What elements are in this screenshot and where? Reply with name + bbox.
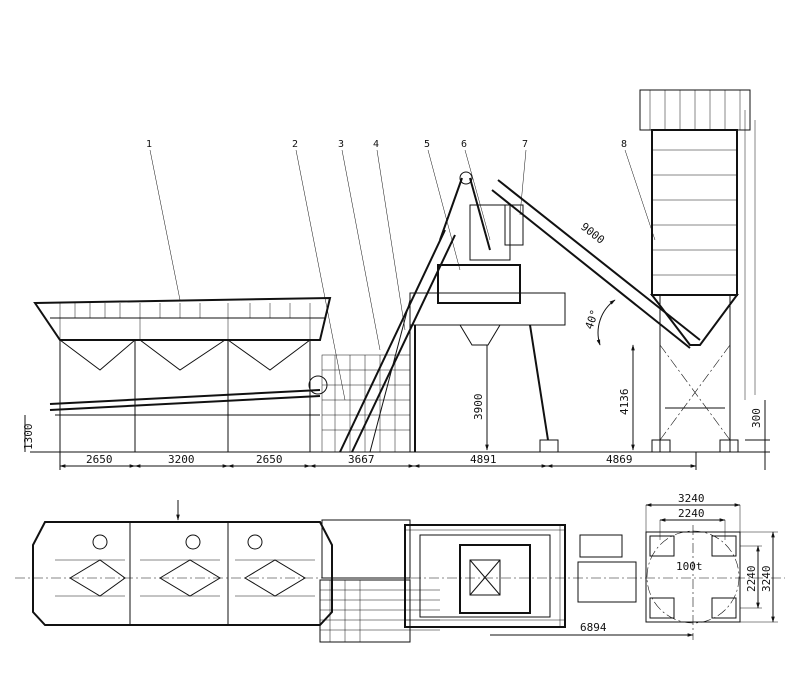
dim-h-3: 2650 (256, 453, 283, 466)
dim-h-6: 4869 (606, 453, 633, 466)
dim-batcher-height: 1300 (22, 424, 35, 451)
callout-7: 7 (522, 139, 528, 150)
dim-mixer-to-silo: 6894 (580, 621, 607, 634)
dim-conveyor-length: 9000 (578, 220, 607, 247)
belt-conveyor-plan (319, 519, 440, 643)
dim-h-5: 4891 (470, 453, 497, 466)
plan-view: 100t 3240 2240 2240 3240 6894 (15, 492, 785, 643)
dim-h-1: 2650 (86, 453, 113, 466)
dim-conveyor-angle: 40° (583, 308, 602, 331)
dim-silo-inner-depth: 2240 (745, 566, 758, 593)
callout-3: 3 (338, 139, 344, 150)
dim-silo-outer-width: 3240 (678, 492, 705, 505)
silo-capacity: 100t (676, 560, 703, 573)
cement-silo (639, 89, 756, 453)
dim-h-2: 3200 (168, 453, 195, 466)
plan-dimensions: 3240 2240 2240 3240 6894 (490, 492, 778, 637)
side-dimensions: 9000 40° 3900 4136 300 1300 2650 3200 26 (22, 220, 770, 470)
dim-h-4: 3667 (348, 453, 375, 466)
mixer-station (409, 171, 566, 453)
dim-silo-height: 4136 (618, 389, 631, 416)
batcher-plan (32, 521, 333, 626)
callouts: 1 2 3 4 5 6 7 8 (146, 139, 656, 401)
skip-hoist-ramp (321, 229, 456, 453)
dim-discharge-height: 3900 (472, 394, 485, 421)
dim-silo-offset: 300 (750, 408, 763, 428)
aggregate-batcher (33, 296, 332, 452)
dim-silo-outer-depth: 3240 (760, 566, 773, 593)
compressor-room (577, 561, 637, 603)
dim-silo-inner-width: 2240 (678, 507, 705, 520)
callout-4: 4 (373, 139, 379, 150)
silo-plan: 100t (645, 525, 741, 640)
mixer-plan (404, 524, 566, 628)
callout-6: 6 (461, 139, 467, 150)
callout-8: 8 (621, 139, 627, 150)
callout-2: 2 (292, 139, 298, 150)
control-room (579, 534, 623, 558)
side-view: 1 2 3 4 5 6 7 8 9000 40° 3900 4136 300 1… (22, 89, 770, 470)
callout-1: 1 (146, 139, 152, 150)
callout-5: 5 (424, 139, 430, 150)
